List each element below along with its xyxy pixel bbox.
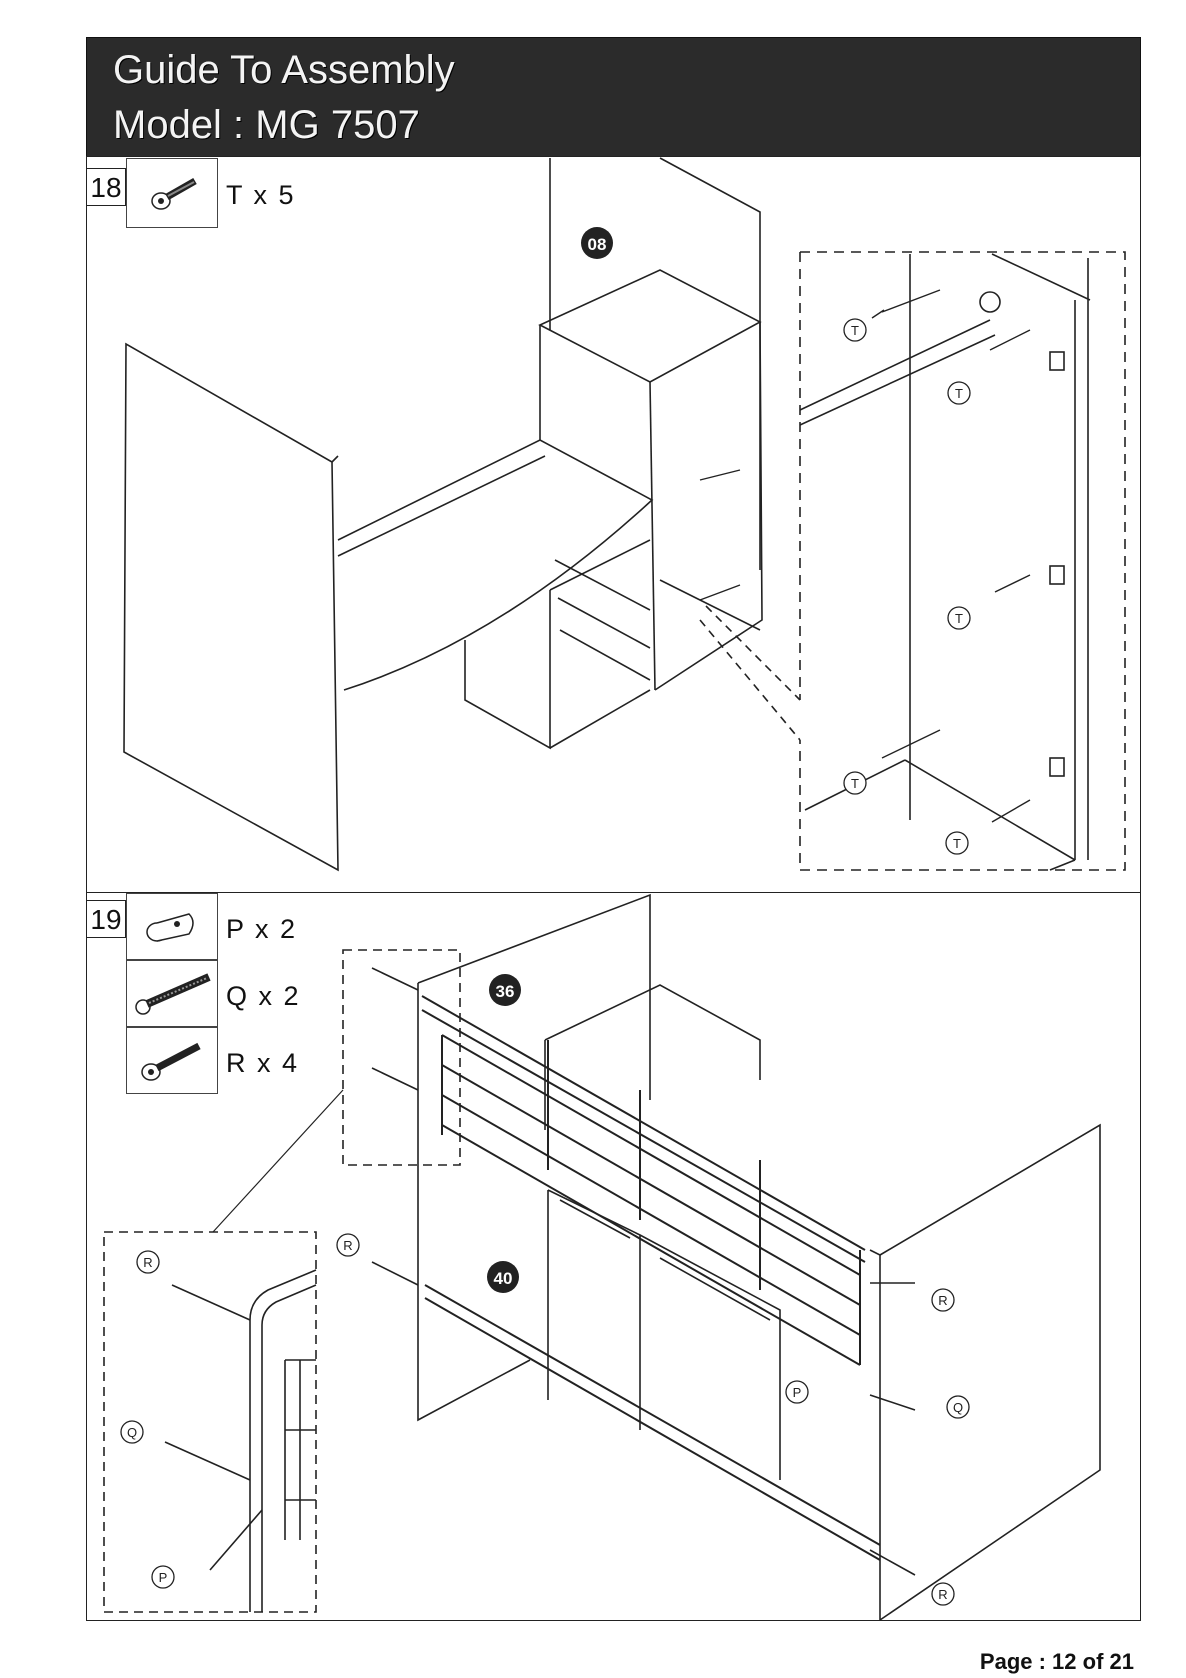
callout-t-2: T	[955, 386, 963, 401]
callout-p-2: P	[159, 1570, 168, 1585]
page-number: Page : 12 of 21	[980, 1649, 1134, 1675]
callout-t-4: T	[851, 776, 859, 791]
callout-t-3: T	[955, 611, 963, 626]
callout-t-5: T	[953, 836, 961, 851]
callout-r-1: R	[343, 1238, 352, 1253]
callout-r-3: R	[938, 1587, 947, 1602]
callout-r-2: R	[938, 1293, 947, 1308]
callout-t-1: T	[851, 323, 859, 338]
callout-q-2: Q	[127, 1425, 137, 1440]
callout-r-4: R	[143, 1255, 152, 1270]
callout-p-1: P	[793, 1385, 802, 1400]
callout-q-1: Q	[953, 1400, 963, 1415]
